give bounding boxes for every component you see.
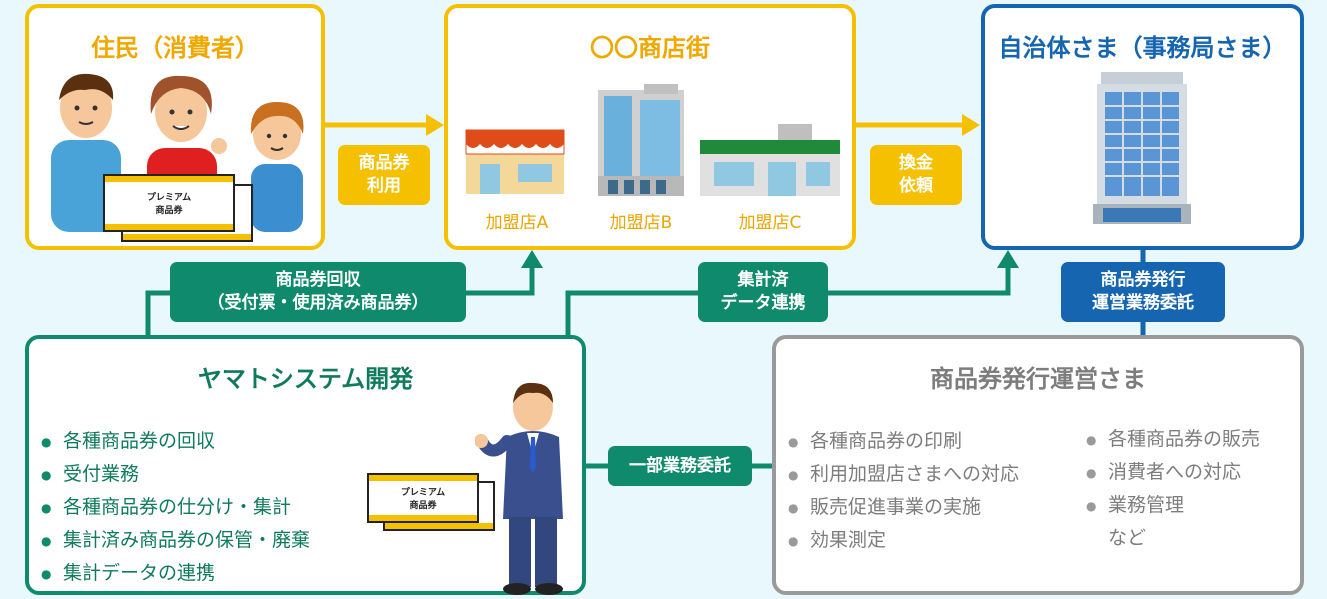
municipality-title: 自治体さま（事務局さま）: [998, 34, 1287, 62]
child-figure: [250, 102, 304, 232]
tag-voucher-collect-line2: （受付票・使用済み商品券）: [207, 293, 429, 313]
shop-c-icon: [700, 124, 840, 196]
street-title: 〇〇商店街: [590, 34, 710, 62]
yamato-ticket-line2: 商品券: [409, 501, 437, 511]
residents-title: 住民（消費者）: [91, 34, 259, 62]
operator-task-item: 消費者への対応: [1086, 456, 1260, 490]
tag-partial-commission-label: 一部業務委託: [629, 455, 731, 476]
tag-operation-commission: 商品券発行 運営業務委託: [1061, 262, 1225, 322]
operator-task-list-right: 各種商品券の販売 消費者への対応 業務管理 など: [1086, 423, 1260, 555]
residents-ticket-line2: 商品券: [155, 206, 183, 216]
tag-data-link-line1: 集計済: [737, 270, 789, 290]
residents-box: 住民（消費者） プ: [25, 4, 325, 250]
tag-exchange-request-line2: 依頼: [899, 176, 933, 196]
yamato-ticket-line1: プレミアム: [400, 488, 446, 498]
yamato-task-item: 各種商品券の仕分け・集計: [41, 491, 310, 525]
operator-task-item: 販売促進事業の実施: [788, 491, 1019, 525]
operator-task-item: 利用加盟店さまへの対応: [788, 458, 1019, 492]
yamato-task-item: 受付業務: [41, 458, 310, 492]
shop-b-label: 加盟店B: [609, 213, 673, 233]
yamato-task-item: 集計済み商品券の保管・廃棄: [41, 524, 310, 558]
municipality-box: 自治体さま（事務局さま）: [981, 4, 1304, 250]
tag-voucher-collect-line1: 商品券回収: [275, 270, 361, 290]
arrow-head-collect: [521, 250, 543, 268]
tag-data-link: 集計済 データ連携: [698, 262, 828, 322]
tag-voucher-use-line1: 商品券: [358, 153, 410, 173]
yamato-task-list: 各種商品券の回収 受付業務 各種商品券の仕分け・集計 集計済み商品券の保管・廃棄…: [41, 425, 310, 591]
street-box: 〇〇商店街 加盟店A 加盟店B 加: [444, 4, 856, 250]
tag-voucher-collect: 商品券回収 （受付票・使用済み商品券）: [170, 262, 466, 322]
yamato-ticket: プレミアム 商品券: [367, 473, 479, 523]
arrow-head-data: [997, 250, 1019, 268]
shop-a-icon: [465, 129, 565, 194]
tag-partial-commission: 一部業務委託: [608, 446, 752, 486]
operator-title: 商品券発行運営さま: [930, 365, 1146, 393]
tag-exchange-request: 換金 依頼: [870, 145, 962, 205]
tag-exchange-request-line1: 換金: [899, 153, 933, 173]
tag-data-link-line2: データ連携: [720, 293, 806, 313]
operator-box: 商品券発行運営さま 各種商品券の印刷 利用加盟店さまへの対応 販売促進事業の実施…: [772, 335, 1304, 595]
businessman-illustration: [475, 382, 563, 595]
yamato-task-item: 各種商品券の回収: [41, 425, 310, 459]
yamato-box: ヤマトシステム開発 各種商品券の回収 受付業務 各種商品券の仕分け・集計 集計済…: [25, 335, 586, 595]
arrow-head-street: [426, 114, 444, 136]
operator-task-etc: など: [1108, 527, 1147, 549]
yamato-title: ヤマトシステム開発: [197, 365, 414, 393]
yamato-task-item: 集計データの連携: [41, 557, 310, 591]
tag-voucher-use: 商品券 利用: [338, 145, 430, 205]
arrow-head-municipality: [962, 114, 980, 136]
shop-a-label: 加盟店A: [485, 213, 549, 233]
residents-ticket: プレミアム 商品券: [103, 174, 235, 232]
operator-task-item: 効果測定: [788, 524, 1019, 558]
shops-illustration: [465, 84, 840, 196]
operator-task-item: 業務管理: [1086, 489, 1260, 523]
government-building-icon: [1093, 72, 1191, 224]
shop-c-label: 加盟店C: [738, 213, 802, 233]
operator-task-item: 各種商品券の印刷: [788, 425, 1019, 459]
operator-task-item: 各種商品券の販売: [1086, 423, 1260, 457]
operator-task-list-left: 各種商品券の印刷 利用加盟店さまへの対応 販売促進事業の実施 効果測定: [788, 425, 1019, 558]
tag-operation-commission-line2: 運営業務委託: [1092, 293, 1194, 313]
tag-voucher-use-line2: 利用: [367, 176, 401, 196]
residents-ticket-line1: プレミアム: [146, 193, 192, 203]
shop-b-icon: [598, 84, 684, 196]
tag-operation-commission-line1: 商品券発行: [1100, 270, 1186, 290]
